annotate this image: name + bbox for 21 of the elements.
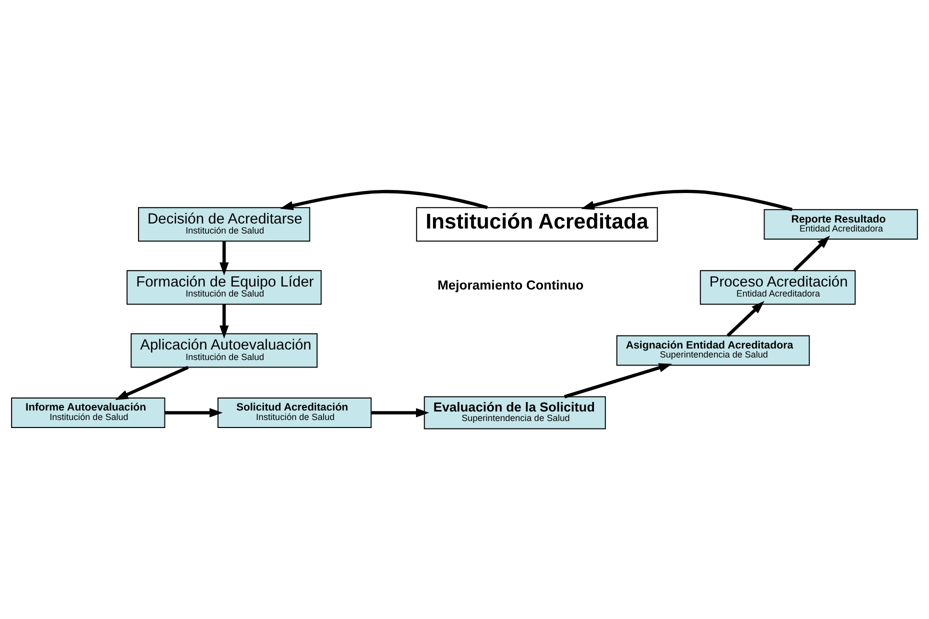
node-box: Informe Autoevaluación Institución de Salud: [11, 397, 166, 428]
arrow: [164, 408, 223, 417]
node-box: Reporte Resultado Entidad Acreditadora: [764, 208, 918, 240]
label: Mejoramiento Continuo: [437, 277, 584, 292]
node-box: Aplicación Autoevaluación Institución de Salud: [130, 332, 318, 368]
arrow: [115, 365, 189, 400]
node-box: Formación de Equipo Líder Institución de Salud: [126, 270, 322, 304]
node-box: Institución Acreditada: [416, 206, 658, 242]
arrow: [726, 300, 764, 336]
node-box: Decisión de Acreditarse Institución de Salud: [138, 206, 310, 242]
arrow: [280, 189, 488, 210]
node-box: Evaluación de la Solicitud Superintendencia de Salud: [424, 396, 606, 429]
arrow: [581, 189, 792, 211]
arrow: [793, 235, 830, 272]
arrow: [564, 362, 672, 398]
node-box: Asignación Entidad Acreditadora Superintendencia de Salud: [616, 334, 810, 366]
node-box: Solicitud Acreditación Institución de Salud: [217, 397, 372, 428]
arrow: [220, 240, 229, 276]
arrow: [371, 408, 430, 417]
node-box: Proceso Acreditación Entidad Acreditadora: [700, 270, 856, 304]
arrow: [220, 304, 229, 338]
